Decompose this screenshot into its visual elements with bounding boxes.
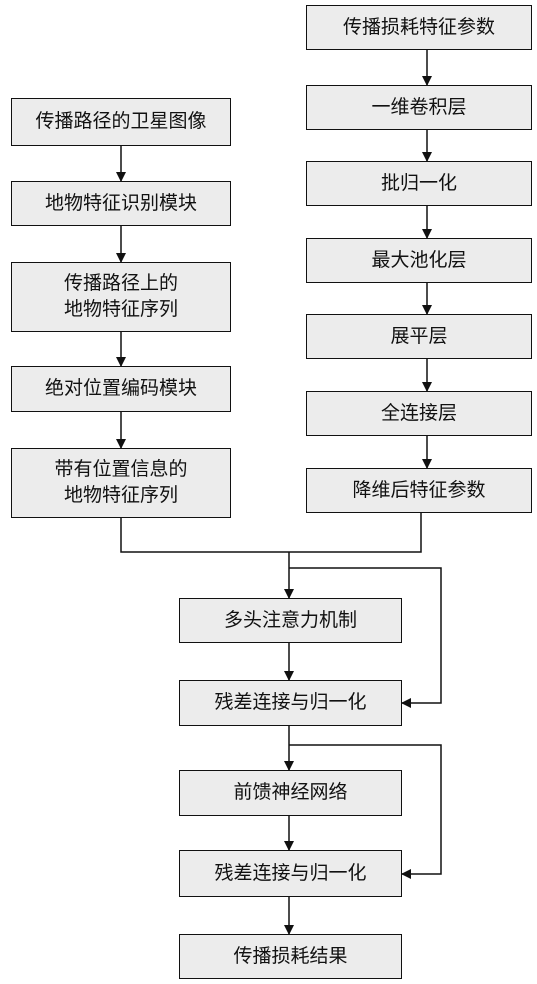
batch-norm-box: 批归一化 xyxy=(306,161,532,206)
residual-norm-2-label: 残差连接与归一化 xyxy=(214,861,367,884)
satellite-image-box: 传播路径的卫星图像 xyxy=(11,98,231,146)
feature-sequence-label: 传播路径上的 地物特征序列 xyxy=(63,272,178,320)
feature-recognition-box: 地物特征识别模块 xyxy=(11,181,231,226)
feed-forward-box: 前馈神经网络 xyxy=(179,770,402,816)
flatten-label: 展平层 xyxy=(390,324,448,347)
conv1d-box: 一维卷积层 xyxy=(306,85,532,130)
feature-recognition-label: 地物特征识别模块 xyxy=(44,191,197,214)
multi-head-attention-label: 多头注意力机制 xyxy=(223,608,357,631)
positioned-sequence-box: 带有位置信息的 地物特征序列 xyxy=(11,448,231,518)
loss-params-label: 传播损耗特征参数 xyxy=(342,15,495,38)
feed-forward-label: 前馈神经网络 xyxy=(233,781,348,804)
conv1d-label: 一维卷积层 xyxy=(371,95,467,118)
multi-head-attention-box: 多头注意力机制 xyxy=(179,598,402,643)
residual-bypass-2 xyxy=(289,744,442,879)
reduced-params-box: 降维后特征参数 xyxy=(306,468,532,513)
fully-connected-box: 全连接层 xyxy=(306,391,532,436)
batch-norm-label: 批归一化 xyxy=(380,171,457,194)
reduced-params-label: 降维后特征参数 xyxy=(352,478,486,501)
position-encoding-box: 绝对位置编码模块 xyxy=(11,366,231,412)
max-pool-label: 最大池化层 xyxy=(371,248,467,271)
flatten-box: 展平层 xyxy=(306,314,532,359)
residual-bypass-1 xyxy=(289,567,442,708)
merge-line xyxy=(120,513,422,553)
loss-params-box: 传播损耗特征参数 xyxy=(306,5,532,50)
satellite-image-label: 传播路径的卫星图像 xyxy=(35,110,207,133)
positioned-sequence-label: 带有位置信息的 地物特征序列 xyxy=(54,458,188,506)
residual-norm-2-box: 残差连接与归一化 xyxy=(179,850,402,897)
fully-connected-label: 全连接层 xyxy=(380,401,457,424)
residual-norm-1-box: 残差连接与归一化 xyxy=(179,680,402,726)
max-pool-box: 最大池化层 xyxy=(306,238,532,283)
residual-norm-1-label: 残差连接与归一化 xyxy=(214,691,367,714)
position-encoding-label: 绝对位置编码模块 xyxy=(44,377,197,400)
result-box: 传播损耗结果 xyxy=(179,934,402,979)
result-label: 传播损耗结果 xyxy=(233,944,348,967)
feature-sequence-box: 传播路径上的 地物特征序列 xyxy=(11,262,231,332)
